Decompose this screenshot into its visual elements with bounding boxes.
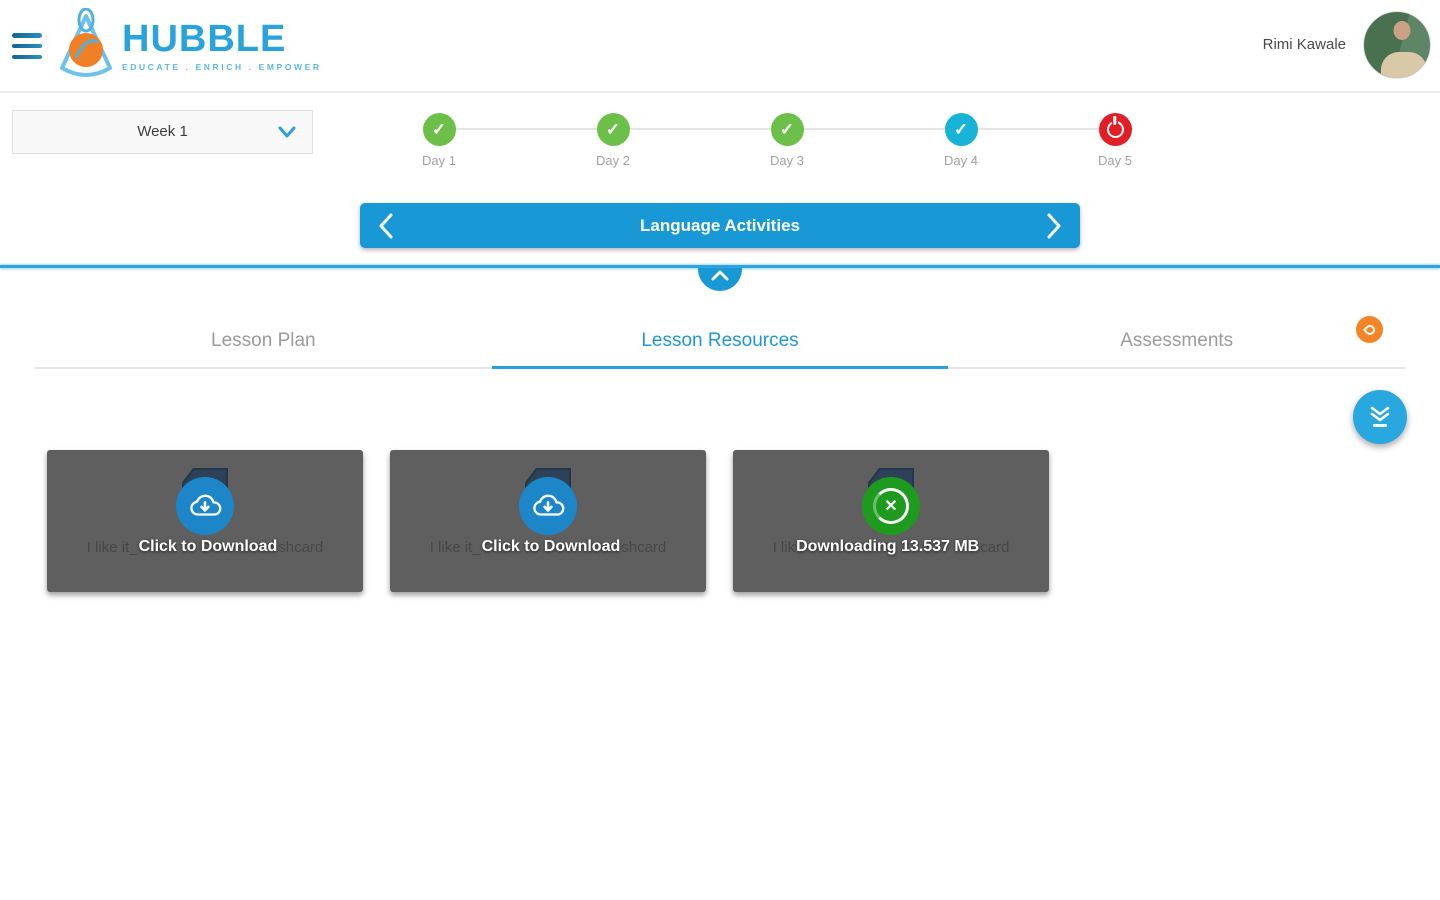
resource-card[interactable]: ✕ I lik Downloading 13.537 MB card bbox=[733, 450, 1049, 592]
day-label: Day 2 bbox=[596, 153, 630, 168]
resource-caption: I lik Downloading 13.537 MB card bbox=[733, 538, 1049, 556]
droplet-icon bbox=[1362, 322, 1377, 337]
day-label: Day 5 bbox=[1098, 153, 1132, 168]
day4-today-check-icon: ✓ bbox=[944, 113, 978, 146]
download-state-label: Downloading 13.537 MB bbox=[796, 538, 980, 555]
stepper-day-4[interactable]: ✓ Day 4 bbox=[929, 113, 993, 168]
day5-locked-icon bbox=[1098, 113, 1132, 146]
day3-completed-check-icon: ✓ bbox=[770, 113, 804, 146]
cancel-download-icon[interactable]: ✕ bbox=[862, 477, 920, 535]
download-state-label[interactable]: Click to Download bbox=[481, 538, 621, 555]
hamburger-menu-icon[interactable] bbox=[12, 33, 42, 59]
resource-caption: I like it_ Click to Download shcard bbox=[390, 538, 706, 556]
cloud-download-icon[interactable] bbox=[519, 477, 577, 535]
section-divider bbox=[0, 265, 1440, 268]
chevron-down-icon bbox=[278, 126, 296, 138]
caption-fragment-left: I lik bbox=[772, 538, 796, 556]
cloud-download-icon[interactable] bbox=[176, 477, 234, 535]
chevron-left-icon bbox=[379, 213, 393, 238]
download-state-label[interactable]: Click to Download bbox=[138, 538, 278, 555]
tab-lesson-resources[interactable]: Lesson Resources bbox=[491, 318, 949, 369]
app-logo: HUBBLE EDUCATE . ENRICH . EMPOWER bbox=[54, 8, 322, 82]
caption-fragment-right: shcard bbox=[278, 538, 324, 556]
download-all-button[interactable] bbox=[1353, 390, 1407, 444]
activity-banner: Language Activities bbox=[360, 203, 1080, 248]
hubble-logo-icon bbox=[60, 8, 112, 77]
day2-completed-check-icon: ✓ bbox=[596, 113, 630, 146]
resource-card[interactable]: I like it_ Click to Download shcard bbox=[390, 450, 706, 592]
stepper-day-1[interactable]: ✓ Day 1 bbox=[407, 113, 471, 168]
logo-title: HUBBLE bbox=[122, 17, 287, 60]
day-label: Day 3 bbox=[770, 153, 804, 168]
caption-fragment-right: shcard bbox=[621, 538, 667, 556]
top-bar: HUBBLE EDUCATE . ENRICH . EMPOWER Rimi K… bbox=[0, 0, 1440, 93]
caption-fragment-right: card bbox=[980, 538, 1010, 556]
stepper-day-2[interactable]: ✓ Day 2 bbox=[581, 113, 645, 168]
stacked-downloads-icon bbox=[1370, 406, 1390, 427]
resource-card[interactable]: I like it_ Click to Download shcard bbox=[47, 450, 363, 592]
resource-caption: I like it_ Click to Download shcard bbox=[47, 538, 363, 556]
collapse-panel-handle[interactable] bbox=[698, 268, 742, 291]
activity-title: Language Activities bbox=[640, 216, 800, 235]
logo-tagline: EDUCATE . ENRICH . EMPOWER bbox=[122, 61, 322, 72]
tab-assessments[interactable]: Assessments bbox=[1120, 330, 1234, 351]
tab-lesson-plan[interactable]: Lesson Plan bbox=[211, 330, 316, 351]
week-selector-value: Week 1 bbox=[137, 123, 188, 140]
day1-completed-check-icon: ✓ bbox=[422, 113, 456, 146]
previous-activity-button[interactable] bbox=[366, 203, 406, 248]
chevron-up-icon bbox=[711, 270, 729, 281]
caption-fragment-left: I like it_ bbox=[86, 538, 138, 556]
sync-status-badge[interactable] bbox=[1356, 316, 1383, 343]
day-label: Day 1 bbox=[422, 153, 456, 168]
week-selector[interactable]: Week 1 bbox=[12, 110, 313, 154]
stepper-day-3[interactable]: ✓ Day 3 bbox=[755, 113, 819, 168]
user-name: Rimi Kawale bbox=[1262, 36, 1346, 53]
download-progress-ring: ✕ bbox=[873, 488, 909, 524]
stepper-day-5[interactable]: Day 5 bbox=[1083, 113, 1147, 168]
logo-text: HUBBLE EDUCATE . ENRICH . EMPOWER bbox=[122, 19, 322, 72]
day-label: Day 4 bbox=[944, 153, 978, 168]
caption-fragment-left: I like it_ bbox=[429, 538, 481, 556]
content-tabs: Lesson Plan Lesson Resources Assessments bbox=[35, 318, 1405, 369]
avatar[interactable] bbox=[1363, 11, 1431, 79]
chevron-right-icon bbox=[1047, 213, 1061, 238]
next-activity-button[interactable] bbox=[1034, 203, 1074, 248]
